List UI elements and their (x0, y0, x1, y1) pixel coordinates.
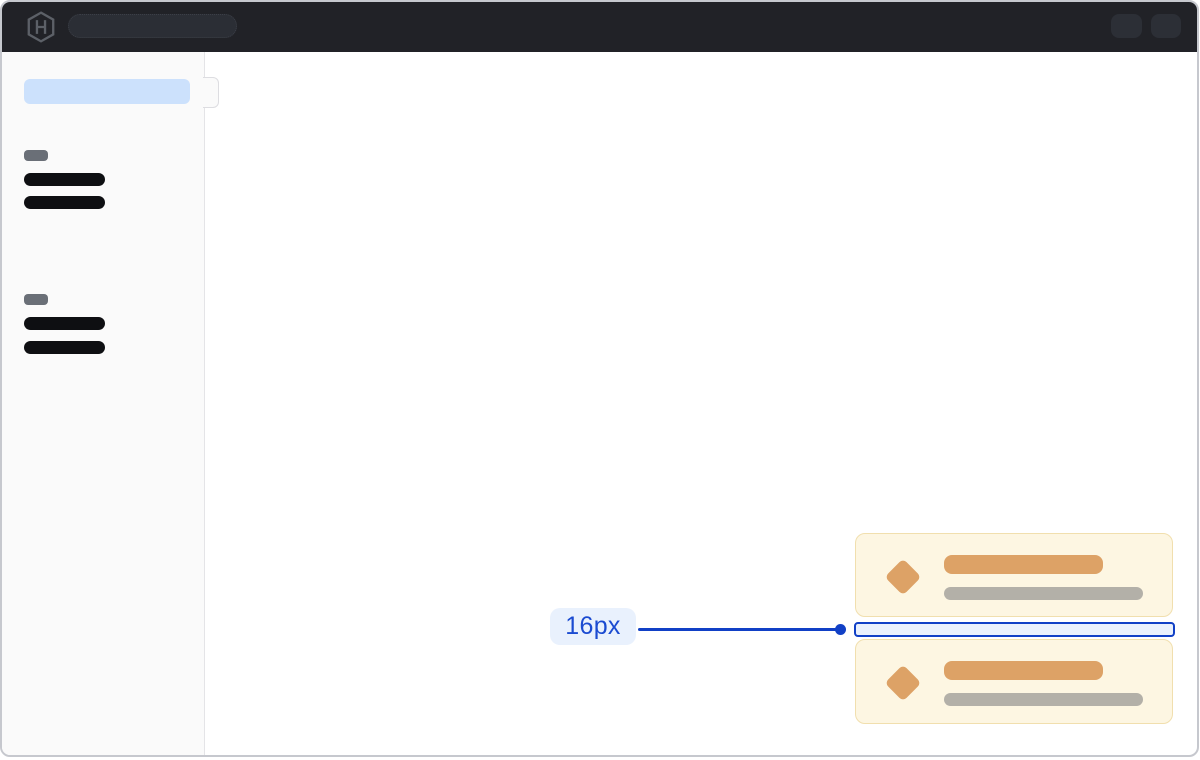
card-title-placeholder (944, 661, 1103, 680)
list-card[interactable] (855, 639, 1173, 724)
hashicorp-logo-icon[interactable] (24, 10, 58, 44)
sidebar-collapse-handle[interactable] (203, 77, 219, 108)
sidebar-section-label-placeholder (24, 294, 48, 305)
navbar-user-button-placeholder[interactable] (1151, 14, 1181, 38)
diamond-icon (884, 664, 922, 702)
sidebar-item-placeholder[interactable] (24, 196, 105, 209)
sidebar-item-placeholder[interactable] (24, 341, 105, 354)
annotation-connector-line (638, 628, 840, 631)
sidebar-item-placeholder[interactable] (24, 173, 105, 186)
spacing-annotation-label: 16px (550, 608, 636, 645)
sidebar-active-item[interactable] (24, 79, 190, 104)
card-subtitle-placeholder (944, 693, 1143, 706)
card-subtitle-placeholder (944, 587, 1143, 600)
search-input-placeholder[interactable] (68, 14, 237, 38)
annotation-connector-dot (835, 624, 846, 635)
top-navbar (2, 2, 1197, 52)
navbar-help-button-placeholder[interactable] (1111, 14, 1142, 38)
list-card[interactable] (855, 533, 1173, 617)
sidebar (2, 52, 205, 755)
card-title-placeholder (944, 555, 1103, 574)
diamond-icon (884, 558, 922, 596)
spacing-highlight-box (854, 622, 1175, 637)
sidebar-item-placeholder[interactable] (24, 317, 105, 330)
sidebar-section-label-placeholder (24, 150, 48, 161)
